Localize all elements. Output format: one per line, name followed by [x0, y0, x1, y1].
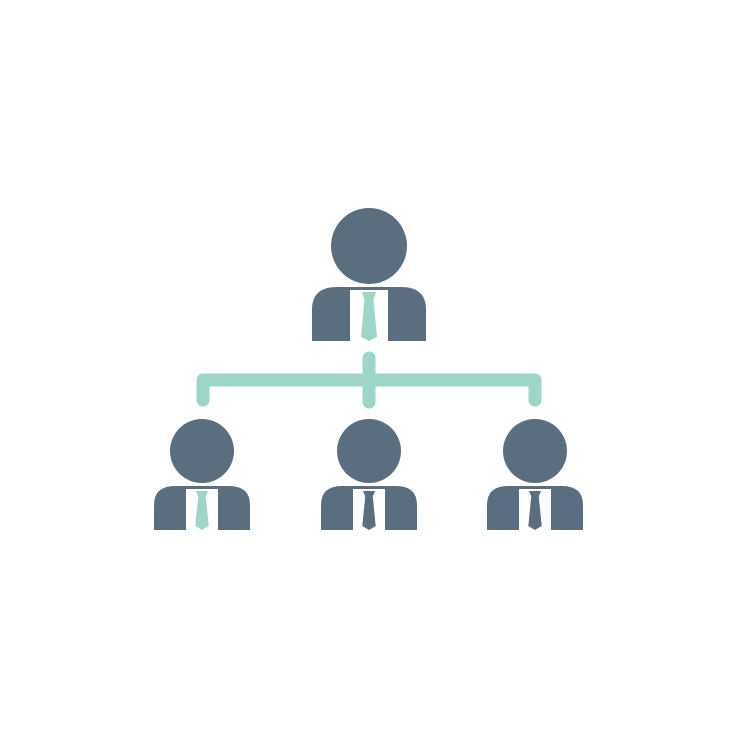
businessman-icon-member-left: [154, 419, 250, 530]
businessman-icon-leader: [312, 208, 426, 341]
businessman-icon-member-right: [487, 419, 583, 530]
people-group: [154, 208, 583, 530]
head: [331, 208, 407, 284]
head: [170, 419, 234, 483]
head: [503, 419, 567, 483]
tie: [362, 491, 376, 530]
connector-tree: [196, 351, 542, 409]
tie: [195, 491, 209, 530]
tie: [528, 491, 542, 530]
businessman-icon-member-center: [321, 419, 417, 530]
head: [337, 419, 401, 483]
tie: [361, 292, 377, 341]
